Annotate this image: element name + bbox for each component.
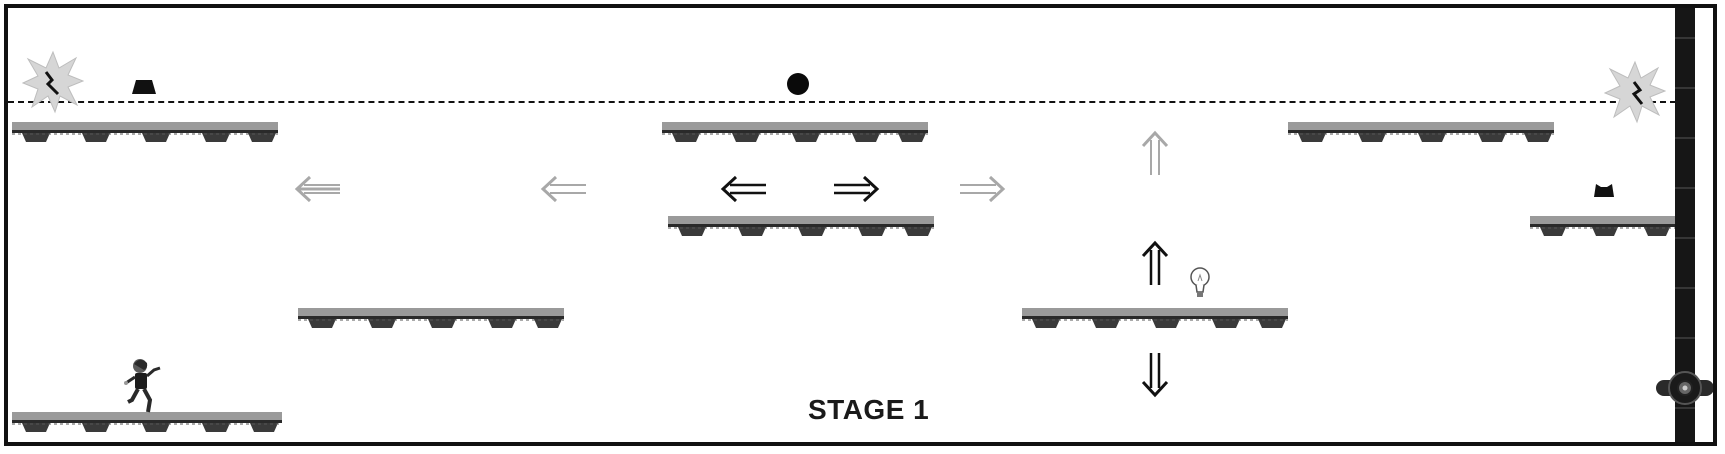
platform <box>12 412 282 434</box>
platform <box>12 122 278 144</box>
right-explosion-icon <box>1604 60 1666 124</box>
arrow-down-icon <box>1141 353 1169 398</box>
arrow-left-icon <box>540 175 586 203</box>
platform <box>662 122 928 144</box>
game-canvas: STAGE 1 <box>4 4 1717 446</box>
lightbulb-icon <box>1190 267 1210 297</box>
block-icon <box>1594 184 1614 197</box>
ball-icon <box>787 73 809 95</box>
platform <box>1022 308 1288 330</box>
vertical-pole <box>1675 8 1695 442</box>
arrow-right-icon <box>834 175 880 203</box>
dashed-boundary-line <box>8 101 1676 103</box>
stage-label: STAGE 1 <box>808 394 930 425</box>
left-explosion-icon <box>22 50 84 114</box>
arrow-right-icon <box>960 175 1006 203</box>
arrow-up-icon <box>1141 240 1169 285</box>
block-icon <box>132 80 156 94</box>
platform <box>298 308 564 330</box>
arrow-left-icon <box>720 175 766 203</box>
arrow-up-icon <box>1141 130 1169 175</box>
pole-gear-icon <box>1656 371 1713 405</box>
platform <box>668 216 934 238</box>
platform <box>1288 122 1554 144</box>
arrow-left-icon <box>294 175 340 203</box>
player-character <box>124 359 161 413</box>
platform <box>1530 216 1676 238</box>
